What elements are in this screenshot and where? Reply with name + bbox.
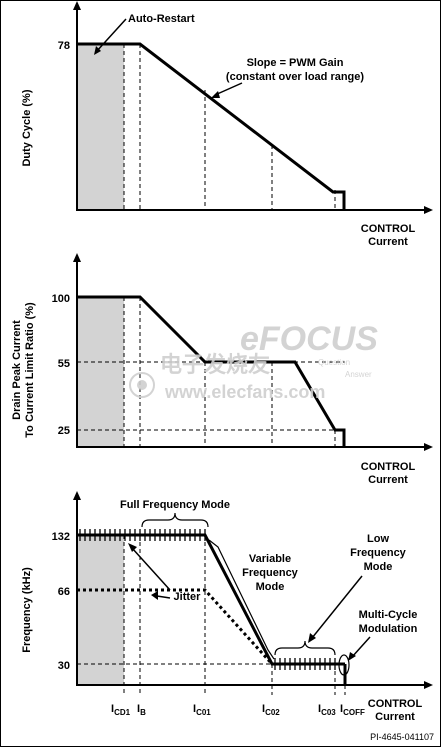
watermark: 电子发烧友 eFOCUS Question Answer www.elecfan…	[129, 320, 378, 402]
auto-restart-pointer	[95, 18, 127, 53]
jitter-ticks-132	[79, 529, 206, 541]
multi-cycle-pointer-head	[348, 652, 356, 661]
freq-xlabel-line2: Current	[375, 711, 415, 723]
watermark-answer: Answer	[345, 370, 372, 379]
full-frequency-label: Full Frequency Mode	[120, 499, 230, 511]
drain-ylabel-line2: To Current Limit Ratio (%)	[24, 302, 36, 438]
low-frequency-pointer	[311, 575, 363, 639]
jitter-pointer-upper	[131, 547, 171, 591]
drain-xlabel-line1: CONTROL	[361, 461, 416, 473]
auto-restart-label: Auto-Restart	[128, 13, 195, 25]
ytick-30: 30	[58, 660, 70, 672]
low-frequency-bracket	[274, 640, 336, 656]
freq-shaded-region	[77, 535, 124, 685]
ytick-100: 100	[52, 293, 70, 305]
duty-cycle-axes	[76, 6, 427, 211]
watermark-logo-dot-icon	[137, 380, 147, 390]
jitter-ticks-30	[274, 658, 336, 670]
jitter-pointer-lower-head	[151, 591, 158, 600]
xtick-ic03: IC03	[318, 703, 336, 717]
xtick-ib: IB	[137, 703, 146, 717]
variable-label-line2: Frequency	[242, 567, 299, 579]
watermark-logo-icon	[129, 372, 155, 398]
drain-x-arrow	[424, 443, 433, 451]
jitter-pointer-lower	[156, 595, 171, 599]
multi-cycle-marker	[338, 654, 350, 676]
xtick-icd1: ICD1	[111, 703, 131, 717]
ytick-132: 132	[52, 531, 70, 543]
auto-restart-pointer-head	[94, 46, 101, 55]
drain-xlabel-line2: Current	[368, 474, 408, 486]
duty-cycle-curve	[77, 42, 346, 210]
duty-cycle-ylabel: Duty Cycle (%)	[21, 89, 33, 166]
duty-xlabel-line1: CONTROL	[361, 223, 416, 235]
drain-y-arrow	[73, 253, 81, 262]
ytick-55: 55	[58, 358, 70, 370]
slope-label-line2: (constant over load range)	[226, 71, 364, 83]
drain-current-curve	[77, 295, 346, 447]
multi-cycle-pointer	[351, 636, 371, 658]
drain-current-axes	[76, 258, 427, 448]
frequency-ylabel: Frequency (kHz)	[21, 567, 33, 653]
variable-label-line1: Variable	[249, 553, 291, 565]
watermark-brand-chinese: 电子发烧友	[160, 352, 270, 377]
slope-pointer-head	[211, 91, 220, 98]
frequency-panel: 132 66 30 Frequency (kHz) Full Frequency…	[21, 491, 433, 723]
low-frequency-pointer-head	[308, 633, 316, 643]
drain-ylabel-line1: Drain Peak Current	[11, 320, 23, 420]
low-label-line3: Mode	[364, 561, 393, 573]
low-label-line2: Frequency	[350, 547, 407, 559]
freq-x-arrow	[424, 681, 433, 689]
freq-y-arrow	[73, 491, 81, 500]
drain-current-panel: 100 55 25 Drain Peak Current To Current …	[11, 253, 433, 486]
slope-pointer	[214, 82, 243, 96]
freq-xlabel-line1: CONTROL	[368, 698, 423, 710]
ytick-25: 25	[58, 425, 70, 437]
freq-curve-132	[77, 533, 335, 666]
auto-restart-shaded-region	[77, 44, 124, 210]
variable-label-line3: Mode	[256, 581, 285, 593]
ytick-78: 78	[58, 40, 70, 52]
xtick-ic02: IC02	[262, 703, 280, 717]
multi-cycle-label-line2: Modulation	[359, 623, 418, 635]
xtick-icoff: ICOFF	[340, 703, 365, 717]
duty-xlabel-line2: Current	[368, 236, 408, 248]
full-frequency-bracket	[141, 512, 209, 528]
ytick-66: 66	[58, 586, 70, 598]
watermark-brand-english: eFOCUS	[240, 320, 378, 358]
slope-label-line1: Slope = PWM Gain	[247, 57, 344, 69]
low-label-line1: Low	[367, 533, 389, 545]
xtick-ic01: IC01	[193, 703, 211, 717]
watermark-site: www.elecfans.com	[164, 382, 325, 402]
duty-cycle-panel: 78 Auto-Restart Slope = PWM Gain (consta…	[21, 1, 433, 248]
duty-cycle-y-arrow	[73, 1, 81, 10]
jitter-label: Jitter	[174, 591, 202, 603]
figure-id: PI-4645-041107	[370, 732, 434, 742]
multi-cycle-label-line1: Multi-Cycle	[359, 609, 418, 621]
freq-curve-66-dotted	[77, 588, 274, 666]
duty-cycle-x-arrow	[424, 206, 433, 214]
frequency-axes	[76, 496, 427, 686]
jitter-pointer-upper-head	[128, 543, 137, 552]
mid-shaded-region	[77, 297, 124, 447]
watermark-question: Question	[318, 358, 350, 367]
variable-frequency-bracket	[208, 539, 275, 660]
